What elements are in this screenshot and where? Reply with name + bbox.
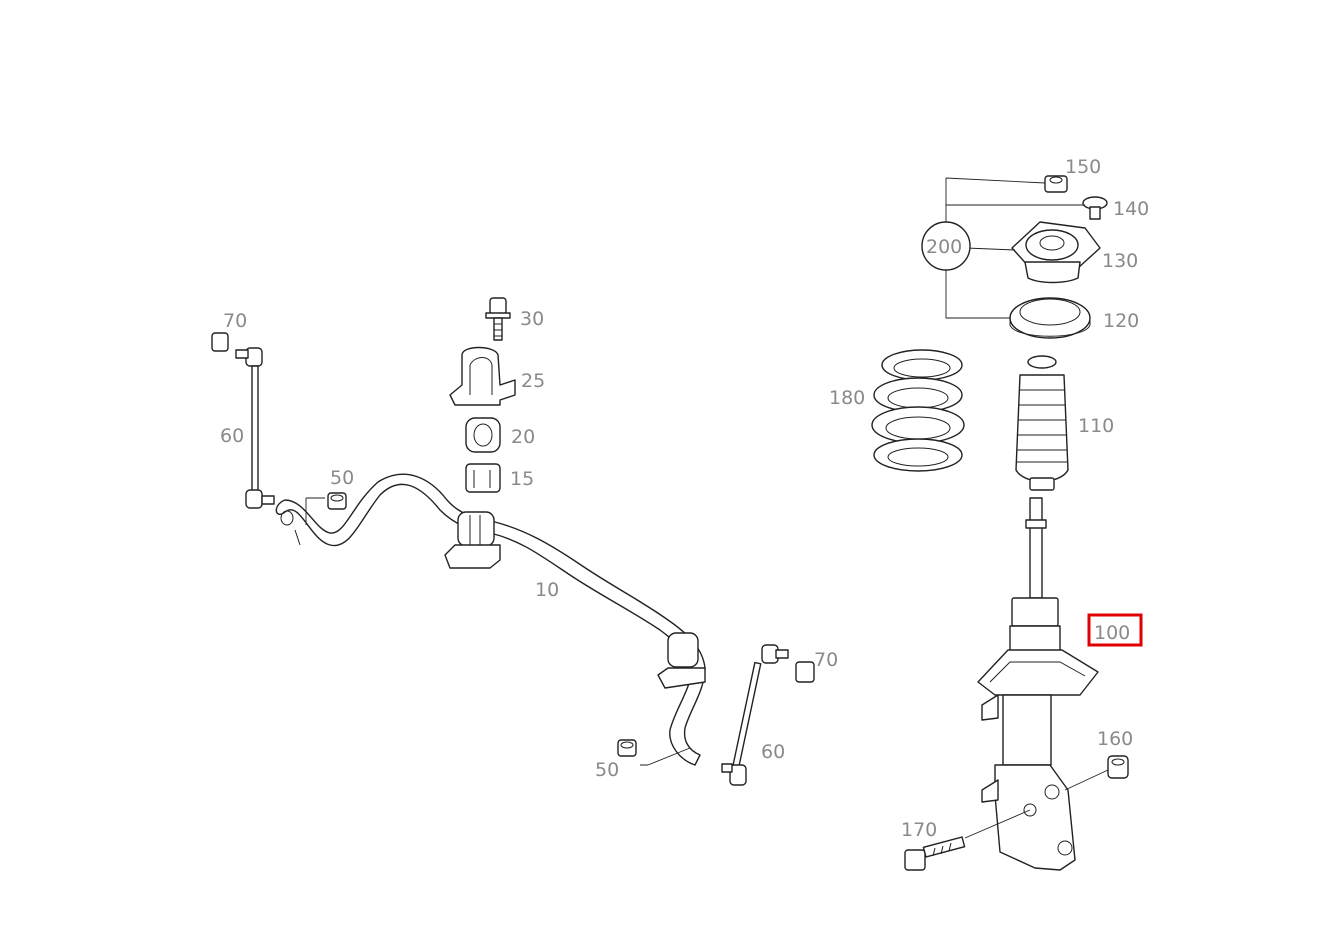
strut-assembly[interactable] <box>977 497 1099 871</box>
callout-170[interactable]: 170 <box>901 819 937 841</box>
bar-bushing-mounted-2[interactable] <box>657 632 706 689</box>
top-mount[interactable] <box>1011 221 1101 284</box>
bar-bushing-mounted[interactable] <box>444 511 501 569</box>
stabilizer-link-left[interactable] <box>235 347 275 509</box>
callout-70-right[interactable]: 70 <box>814 649 838 671</box>
callout-140[interactable]: 140 <box>1113 198 1149 220</box>
clamp-bracket[interactable] <box>449 346 516 406</box>
bolt-30[interactable] <box>485 297 511 341</box>
callout-160[interactable]: 160 <box>1097 728 1133 750</box>
callout-20[interactable]: 20 <box>511 426 535 448</box>
callout-200[interactable]: 200 <box>926 236 962 258</box>
bolt-170[interactable] <box>904 836 966 871</box>
callout-60-left[interactable]: 60 <box>220 425 244 447</box>
callout-60-right[interactable]: 60 <box>761 741 785 763</box>
callout-10[interactable]: 10 <box>535 579 559 601</box>
coil-spring[interactable] <box>871 349 965 472</box>
highlight-box-100 <box>1087 613 1143 647</box>
bushing-15[interactable] <box>465 463 501 493</box>
nut-70-left[interactable] <box>211 332 229 352</box>
callout-150[interactable]: 150 <box>1065 156 1101 178</box>
nut-70-right[interactable] <box>795 661 815 683</box>
leader-50-bottom <box>640 747 691 766</box>
dust-boot[interactable] <box>1015 355 1069 491</box>
leader-160 <box>1064 769 1109 791</box>
leader-200 <box>945 177 1085 319</box>
leader-170 <box>964 809 1031 839</box>
bolt-140[interactable] <box>1082 196 1108 220</box>
callout-100[interactable]: 100 <box>1094 622 1130 644</box>
nut-50-top[interactable] <box>327 492 347 510</box>
nut-150[interactable] <box>1044 175 1068 193</box>
nut-50-bottom[interactable] <box>617 739 637 757</box>
callout-70-left[interactable]: 70 <box>223 310 247 332</box>
nut-160[interactable] <box>1107 755 1129 779</box>
callout-50-top[interactable]: 50 <box>330 467 354 489</box>
callout-120[interactable]: 120 <box>1103 310 1139 332</box>
stabilizer-link-right[interactable] <box>721 644 789 786</box>
callout-180[interactable]: 180 <box>829 387 865 409</box>
callout-circle-200 <box>921 221 971 271</box>
callout-30[interactable]: 30 <box>520 308 544 330</box>
callout-50-bottom[interactable]: 50 <box>595 759 619 781</box>
bushing-20[interactable] <box>465 417 501 453</box>
callout-15[interactable]: 15 <box>510 468 534 490</box>
callout-110[interactable]: 110 <box>1078 415 1114 437</box>
leader-50-top <box>305 497 325 525</box>
callout-130[interactable]: 130 <box>1102 250 1138 272</box>
strut-bearing[interactable] <box>1009 297 1091 339</box>
callout-25[interactable]: 25 <box>521 370 545 392</box>
